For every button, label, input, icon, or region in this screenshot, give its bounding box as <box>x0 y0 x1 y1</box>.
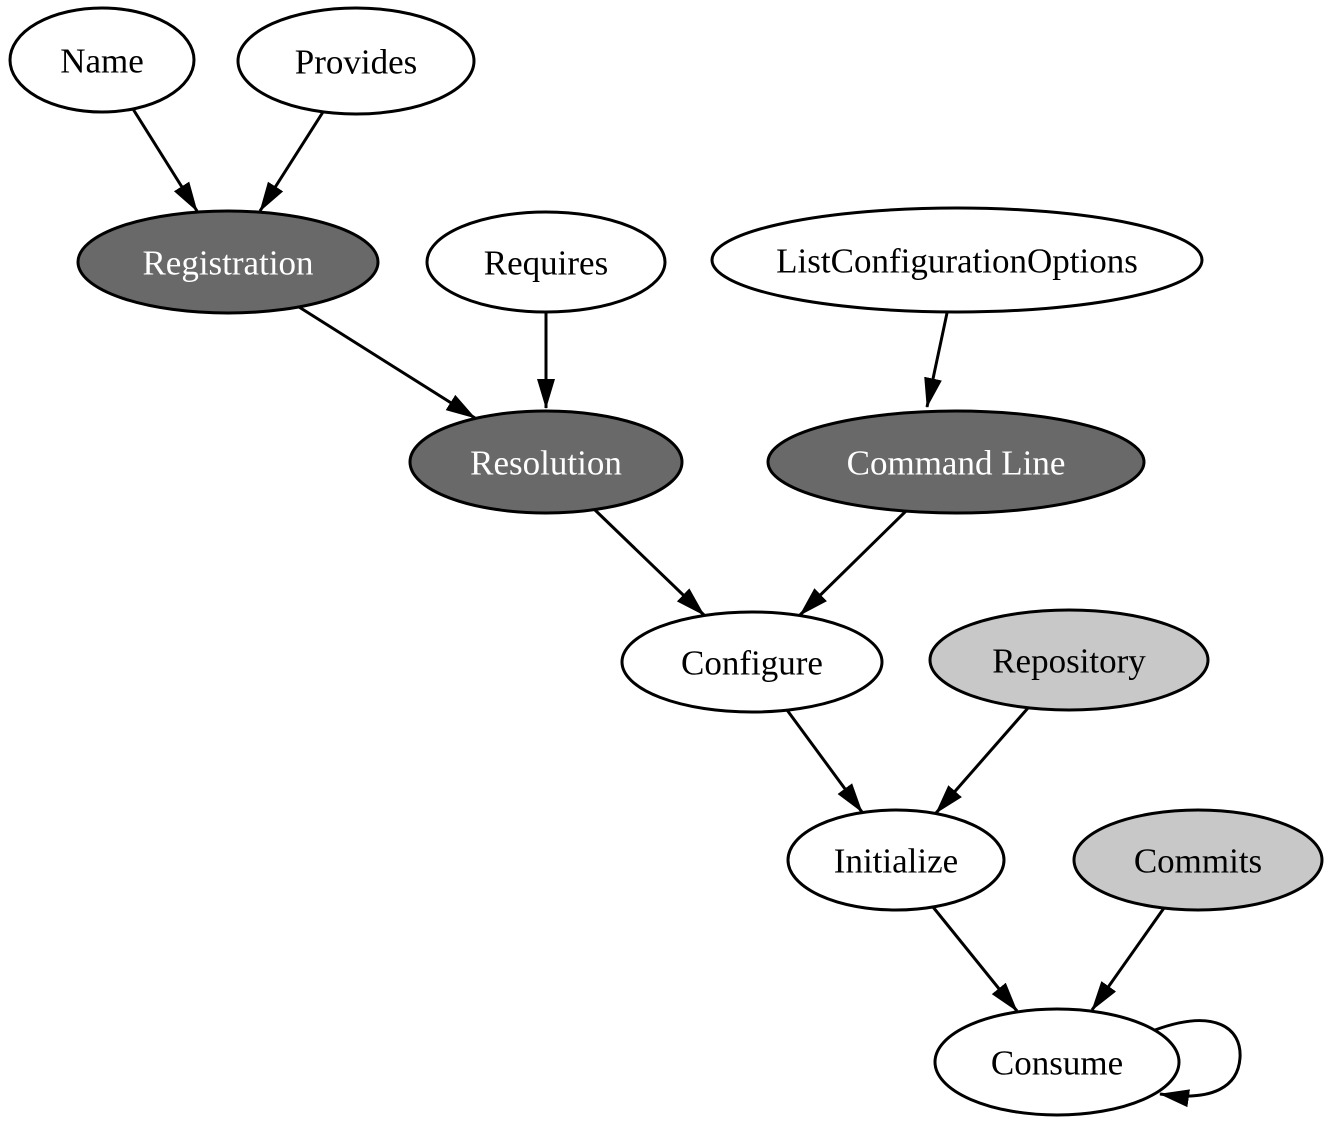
node-listconfigurationoptions: ListConfigurationOptions <box>710 206 1204 314</box>
node-initialize-label: Initialize <box>834 841 958 880</box>
node-registration: Registration <box>76 209 380 315</box>
node-commits-shape <box>1072 808 1324 912</box>
node-listconfigurationoptions-shape <box>710 206 1204 314</box>
node-commits: Commits <box>1072 808 1324 912</box>
edge-registration-to-resolution <box>298 305 476 420</box>
node-requires-label: Requires <box>484 243 608 282</box>
edge-command-line-to-configure <box>798 509 908 617</box>
node-repository-shape <box>928 608 1210 712</box>
edge-consume-self-loop <box>1154 1019 1242 1108</box>
node-resolution: Resolution <box>408 409 684 515</box>
node-configure-shape <box>620 610 884 714</box>
edge-name-to-registration <box>131 108 199 212</box>
node-requires-shape <box>425 210 667 314</box>
node-requires: Requires <box>425 210 667 314</box>
node-name-label: Name <box>60 41 144 80</box>
node-initialize: Initialize <box>786 808 1006 912</box>
node-registration-label: Registration <box>142 243 313 282</box>
node-consume-shape <box>933 1007 1181 1117</box>
edge-commits-to-consume <box>1090 907 1166 1011</box>
node-command-line: Command Line <box>766 409 1146 515</box>
node-consume: Consume <box>933 1007 1181 1117</box>
node-resolution-shape <box>408 409 684 515</box>
node-provides-label: Provides <box>295 42 418 81</box>
node-repository-label: Repository <box>992 641 1146 680</box>
node-resolution-label: Resolution <box>470 443 622 482</box>
node-command-line-shape <box>766 409 1146 515</box>
node-configure: Configure <box>620 610 884 714</box>
edge-provides-to-registration <box>258 111 325 212</box>
edge-repository-to-initialize <box>934 707 1030 814</box>
node-consume-label: Consume <box>991 1043 1123 1082</box>
node-configure-label: Configure <box>681 643 823 682</box>
node-registration-shape <box>76 209 380 315</box>
node-name: Name <box>8 6 196 114</box>
node-listconfigurationoptions-label: ListConfigurationOptions <box>776 241 1138 280</box>
node-repository: Repository <box>928 608 1210 712</box>
edges <box>131 108 1242 1108</box>
node-initialize-shape <box>786 808 1006 912</box>
edge-configure-to-initialize <box>785 709 864 813</box>
node-commits-label: Commits <box>1134 841 1262 880</box>
edge-listconfigurationoptions-to-command-line <box>924 312 949 408</box>
node-provides: Provides <box>236 6 476 116</box>
node-command-line-label: Command Line <box>847 443 1066 482</box>
node-name-shape <box>8 6 196 114</box>
edge-resolution-to-configure <box>593 508 706 617</box>
edge-initialize-to-consume <box>931 906 1019 1012</box>
node-provides-shape <box>236 6 476 116</box>
